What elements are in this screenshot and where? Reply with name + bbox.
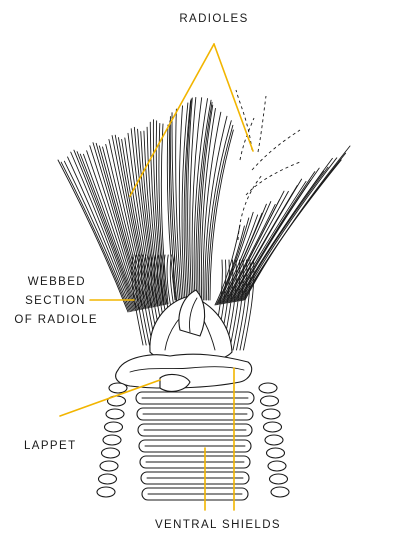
right-radiole-filament bbox=[234, 181, 310, 302]
right-radiole-filament bbox=[228, 191, 288, 302]
label-ventral-shields: VENTRAL SHIELDS bbox=[155, 519, 281, 531]
left-parapodium bbox=[100, 461, 118, 471]
dashed-radiole bbox=[258, 96, 266, 152]
right-parapodium bbox=[259, 383, 277, 393]
right-parapodium bbox=[271, 487, 289, 497]
radioles-leader-left bbox=[130, 44, 214, 196]
left-parapodium bbox=[106, 409, 124, 419]
center-radiole-filament bbox=[205, 116, 227, 300]
worm-illustration bbox=[58, 90, 350, 500]
right-parapodium bbox=[270, 474, 288, 484]
right-parapodium bbox=[265, 435, 283, 445]
right-parapodium bbox=[262, 409, 280, 419]
dashed-radiole bbox=[252, 130, 300, 170]
radioles-leader-right bbox=[214, 44, 253, 151]
left-parapodium bbox=[103, 435, 121, 445]
right-parapodium bbox=[268, 461, 286, 471]
left-radiole-filament bbox=[58, 160, 128, 312]
right-parapodium bbox=[267, 448, 285, 458]
right-parapodium bbox=[264, 422, 282, 432]
center-radiole-plume bbox=[167, 97, 233, 300]
left-parapodium bbox=[97, 487, 115, 497]
label-webbed-line2: SECTION bbox=[25, 295, 86, 307]
right-parapodium bbox=[261, 396, 279, 406]
body-segments bbox=[97, 383, 289, 500]
left-parapodium bbox=[109, 383, 127, 393]
dashed-radiole bbox=[246, 162, 300, 195]
left-parapodium bbox=[99, 474, 117, 484]
left-parapodium bbox=[105, 422, 123, 432]
label-webbed-line1: WEBBED bbox=[28, 276, 86, 288]
right-radiole-filament bbox=[244, 153, 346, 300]
label-webbed-line3: OF RADIOLE bbox=[14, 314, 98, 326]
center-radiole-filament bbox=[179, 106, 183, 300]
label-radioles: RADIOLES bbox=[179, 13, 248, 25]
label-lappet: LAPPET bbox=[24, 440, 77, 452]
left-parapodium bbox=[102, 448, 120, 458]
